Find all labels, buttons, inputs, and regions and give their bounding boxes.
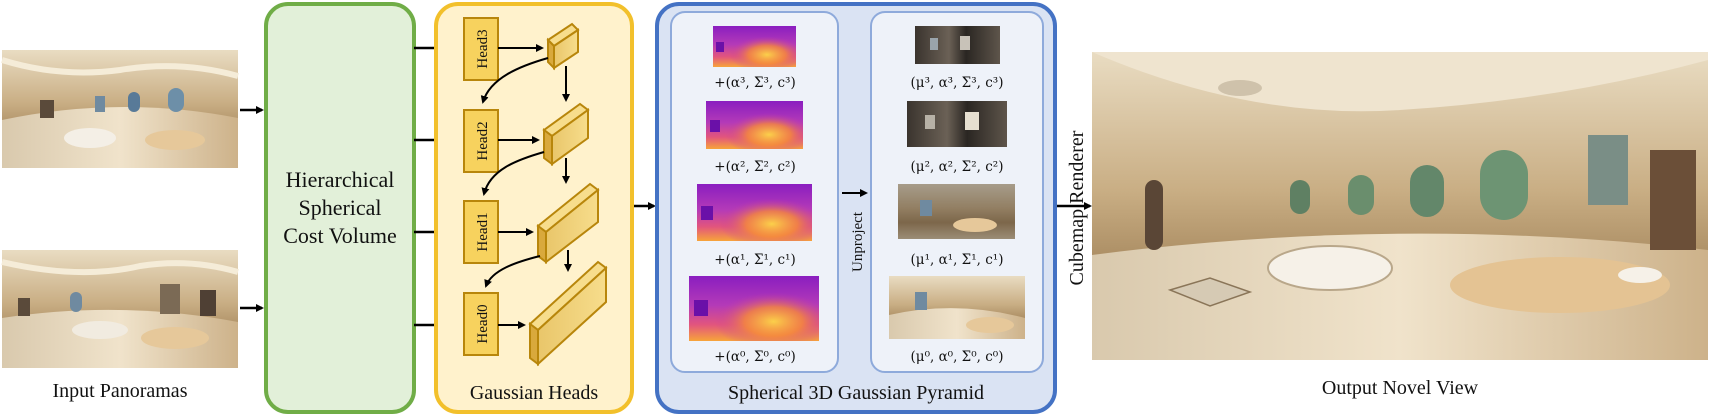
output-novel-view-image — [1092, 52, 1708, 360]
head3-block: Head3 — [463, 17, 499, 81]
arrow-skip-3-2 — [480, 57, 549, 104]
slab-1 — [536, 182, 600, 265]
cost-volume-line-2: Spherical — [298, 195, 381, 220]
gaussian-caption-1: (μ¹, α¹, Σ¹, c¹) — [911, 252, 1004, 268]
depth-caption-3: +(α³, Σ³, c³) — [714, 75, 795, 91]
gaussian-caption-0: (μ⁰, α⁰, Σ⁰, c⁰) — [911, 349, 1004, 365]
head3-label: Head3 — [475, 29, 491, 68]
gaussian-render-0 — [889, 276, 1025, 339]
arrow-skip-2-1 — [481, 151, 545, 196]
slab-3 — [546, 22, 580, 71]
head2-block: Head2 — [463, 109, 499, 173]
gaussian-render-2 — [907, 101, 1007, 147]
arrow-skip-1-0 — [484, 255, 541, 288]
gaussian-render-3 — [915, 26, 1000, 64]
depth-map-3 — [713, 26, 796, 67]
pyramid-label: Spherical 3D Gaussian Pyramid — [728, 382, 984, 404]
slab-0 — [528, 260, 608, 367]
depth-caption-1: +(α¹, Σ¹, c¹) — [714, 252, 795, 268]
cost-volume-line-3: Cost Volume — [283, 223, 397, 248]
head1-label: Head1 — [475, 212, 491, 251]
input-panorama-bottom — [1, 250, 239, 368]
gaussian-render-1 — [898, 184, 1015, 239]
input-panorama-top — [1, 50, 239, 168]
gaussian-caption-3: (μ³, α³, Σ³, c³) — [911, 75, 1004, 91]
depth-map-0 — [689, 276, 819, 341]
unproject-label: Unproject — [850, 211, 866, 272]
cubemap-renderer-label: Cubemap Renderer — [1066, 130, 1088, 285]
input-panoramas-label: Input Panoramas — [53, 380, 188, 402]
cost-volume-line-1: Hierarchical — [286, 167, 395, 192]
depth-map-2 — [706, 101, 803, 149]
gaussian-heads-label: Gaussian Heads — [470, 382, 599, 404]
depth-caption-0: +(α⁰, Σ⁰, c⁰) — [714, 349, 795, 365]
head1-block: Head1 — [463, 200, 499, 264]
gaussian-caption-2: (μ², α², Σ², c²) — [911, 159, 1004, 175]
head0-label: Head0 — [475, 304, 491, 343]
head0-block: Head0 — [463, 292, 499, 356]
output-novel-view-label: Output Novel View — [1322, 377, 1479, 399]
cost-volume-box — [264, 2, 416, 414]
slab-2 — [542, 102, 590, 166]
depth-caption-2: +(α², Σ², c²) — [714, 159, 795, 175]
head2-label: Head2 — [475, 121, 491, 160]
depth-map-1 — [697, 184, 812, 241]
